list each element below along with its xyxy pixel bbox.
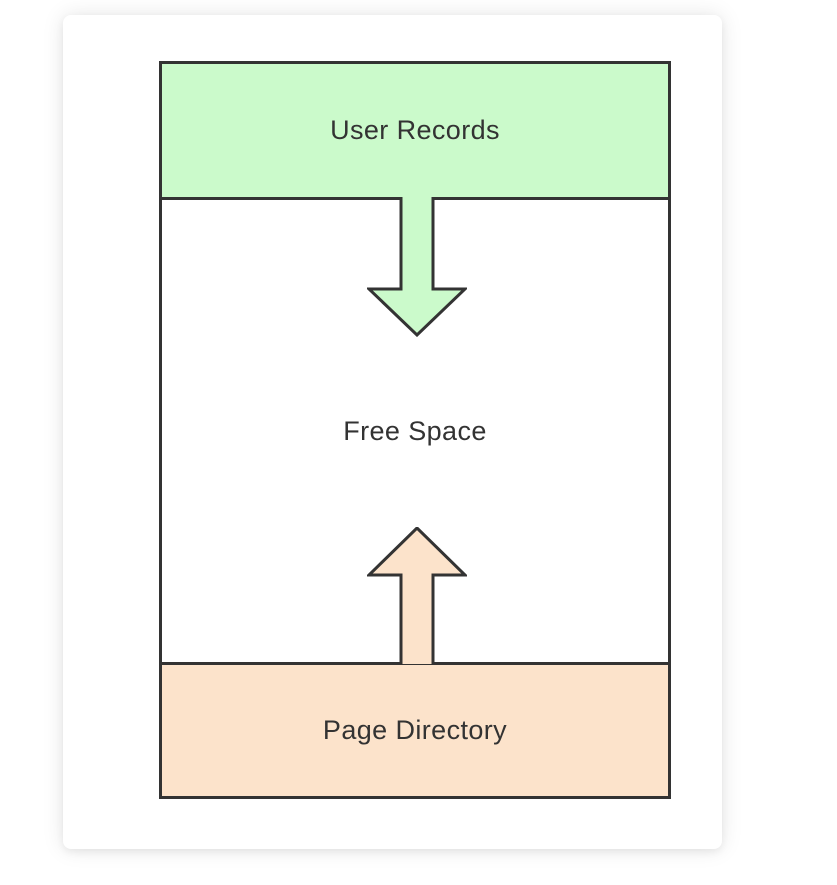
down-arrow-icon bbox=[367, 197, 467, 337]
free-space-label: Free Space bbox=[343, 415, 487, 446]
user-records-label: User Records bbox=[330, 115, 500, 145]
section-page-directory: Page Directory bbox=[162, 662, 668, 796]
up-arrow-icon bbox=[367, 527, 467, 664]
section-user-records: User Records bbox=[162, 64, 668, 200]
up-arrow-shape bbox=[367, 527, 467, 664]
diagram-card: User Records Free Space Page Directory bbox=[63, 15, 722, 849]
down-arrow-shape bbox=[367, 197, 467, 337]
page-layout-diagram: User Records Free Space Page Directory bbox=[159, 61, 671, 799]
page-directory-label: Page Directory bbox=[322, 715, 508, 745]
